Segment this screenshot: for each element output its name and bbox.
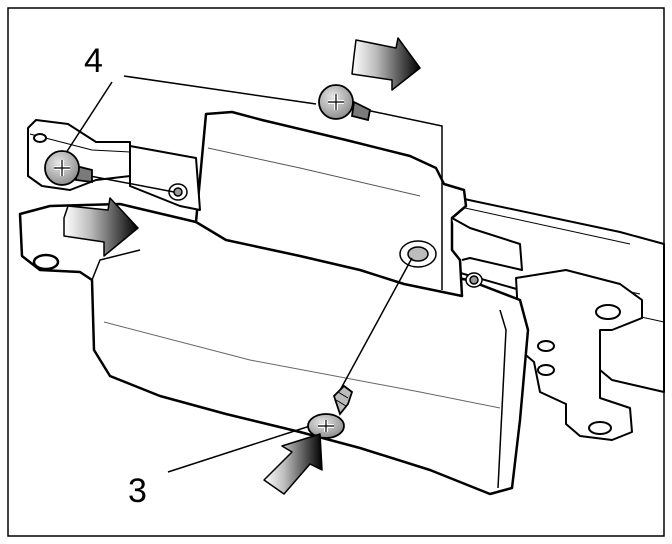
screw-holes — [168, 183, 483, 288]
push-arrow-icon — [351, 37, 421, 91]
leader-lines — [63, 75, 443, 473]
phillips-screw-icon — [44, 150, 93, 186]
push-arrow-icon — [263, 433, 323, 495]
phillips-screw-icon — [307, 384, 354, 439]
phillips-screw-icon — [318, 84, 372, 122]
push-arrow-icon — [63, 197, 139, 257]
callout-label-3: 3 — [128, 472, 147, 510]
right-bracket — [515, 269, 643, 441]
callout-label-4: 4 — [84, 42, 103, 80]
